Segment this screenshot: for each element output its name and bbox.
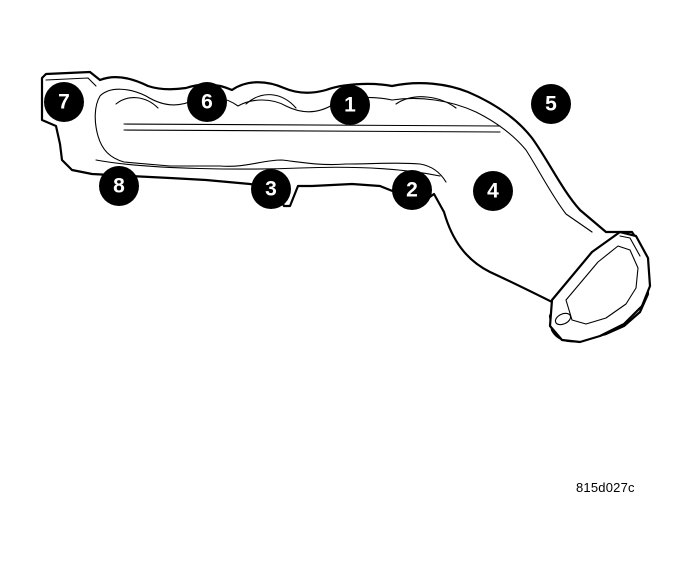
- callout-1: 1: [330, 85, 370, 125]
- figure-id: 815d027c: [576, 480, 635, 495]
- callout-2-circle: [392, 170, 432, 210]
- callout-6: 6: [187, 82, 227, 122]
- outlet-flange-inner: [565, 245, 639, 325]
- callout-7-circle: [44, 82, 84, 122]
- callout-6-label: 6: [201, 91, 213, 114]
- callout-3-label: 3: [265, 178, 277, 201]
- callout-7-label: 7: [58, 91, 70, 114]
- outlet-flange: [548, 230, 652, 344]
- callout-2: 2: [392, 170, 432, 210]
- outlet-flange-bolt-hole: [554, 312, 572, 326]
- callout-5: 5: [531, 84, 571, 124]
- port-bump-2: [395, 96, 457, 109]
- callout-1-circle: [330, 85, 370, 125]
- inlet-flange-edge: [45, 77, 97, 87]
- callout-4-circle: [473, 171, 513, 211]
- manifold-crease-upper: [123, 123, 501, 127]
- callout-8-circle: [99, 166, 139, 206]
- exhaust-manifold: [40, 70, 652, 344]
- outlet-flange-edge: [619, 235, 641, 257]
- port-bump-3: [115, 97, 159, 109]
- callout-7: 7: [44, 82, 84, 122]
- manifold-inner-panel: [94, 88, 593, 233]
- callout-4-label: 4: [487, 180, 499, 203]
- callout-4: 4: [473, 171, 513, 211]
- callout-5-circle: [531, 84, 571, 124]
- callout-2-label: 2: [406, 179, 418, 202]
- callout-3: 3: [251, 169, 291, 209]
- callout-3-circle: [251, 169, 291, 209]
- callout-8-label: 8: [113, 175, 125, 198]
- callout-6-circle: [187, 82, 227, 122]
- callout-8: 8: [99, 166, 139, 206]
- callout-1-label: 1: [344, 94, 356, 117]
- lower-edge-line: [95, 159, 441, 177]
- manifold-crease-lower: [123, 129, 501, 133]
- port-bump-1: [245, 94, 297, 109]
- callout-5-label: 5: [545, 93, 557, 116]
